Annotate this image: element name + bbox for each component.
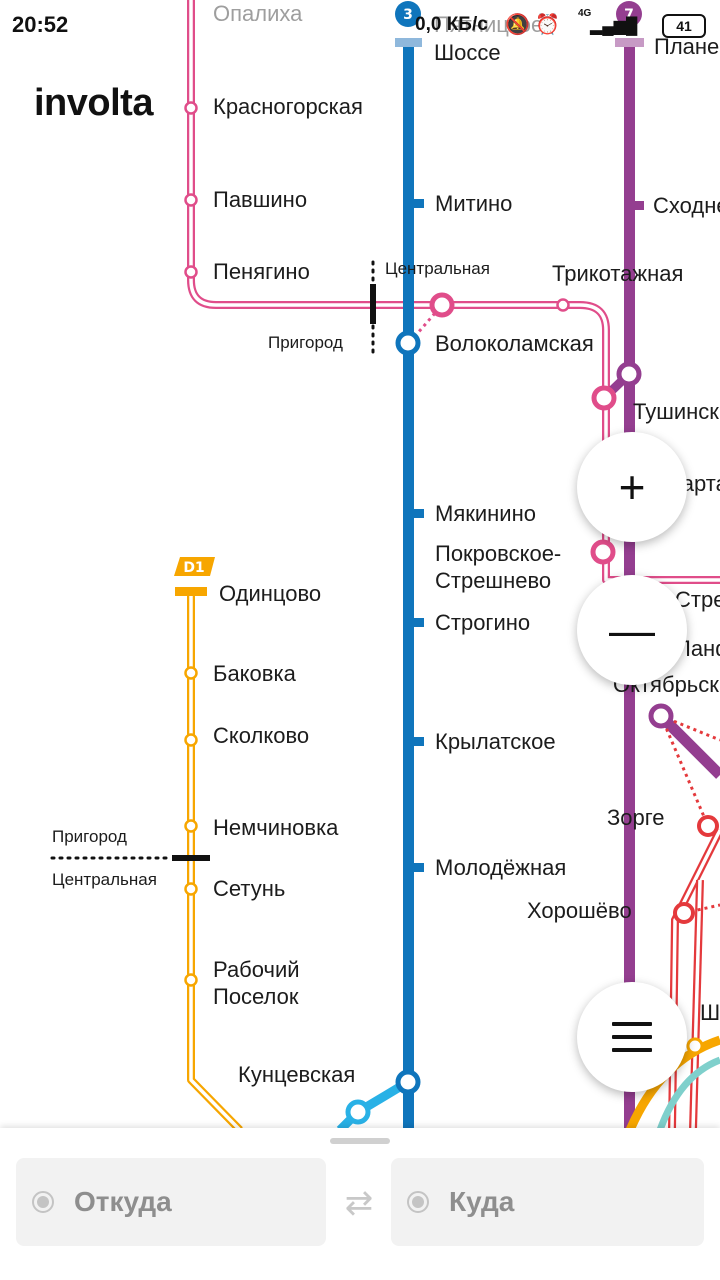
station-node-khoroshevo[interactable] [673, 902, 695, 924]
from-radio-icon [32, 1191, 54, 1213]
d1-badge: D1 [183, 560, 204, 576]
station-skhodnenskaya[interactable]: Сходненская [653, 193, 720, 218]
station-node-tushinskaya[interactable] [616, 361, 642, 387]
station-kuntsevskaya[interactable]: Кунцевская [238, 1062, 355, 1087]
to-radio-icon [407, 1191, 429, 1213]
d1-stations[interactable] [184, 666, 198, 987]
metro-map[interactable]: 3 7 D1 [0, 0, 720, 1130]
line7-badge-icon [616, 1, 642, 27]
station-pokrovskoe-line1[interactable]: Покровское- [435, 541, 561, 566]
station-krasnogorskaya[interactable]: Красногорская [213, 94, 363, 119]
station-mitino[interactable]: Митино [435, 191, 512, 216]
zoom-out-button[interactable]: — [577, 575, 687, 685]
from-field[interactable]: Откуда [16, 1158, 326, 1246]
line7-tick [634, 201, 644, 210]
line3-badge-icon [395, 1, 421, 27]
mcd-pink-line [187, 0, 720, 584]
station-node-kuntsevskaya-blue[interactable] [345, 1099, 371, 1125]
station-odintsovo[interactable]: Одинцово [219, 581, 321, 606]
station-strogino[interactable]: Строгино [435, 610, 530, 635]
d1-line [187, 592, 243, 1130]
station-node-volokolamskaya-pink[interactable] [429, 292, 455, 318]
station-node-volokolamskaya[interactable] [395, 330, 421, 356]
station-sh[interactable]: Ш [700, 1000, 720, 1025]
station-zorge[interactable]: Зорге [607, 805, 665, 830]
line3-terminus [395, 38, 422, 47]
station-nemchinovka[interactable]: Немчиновка [213, 815, 339, 840]
swap-icon[interactable]: ⇄ [344, 1184, 374, 1222]
zone-label-suburb-top: Пригород [268, 333, 343, 352]
line3-track [403, 44, 414, 1130]
minus-icon: — [609, 604, 655, 656]
station-krylatskoe[interactable]: Крылатское [435, 729, 556, 754]
pink-stations[interactable] [184, 101, 570, 312]
station-node-oktyabrskoe[interactable] [648, 703, 674, 729]
d1-badge-icon [174, 557, 215, 576]
hamburger-icon [612, 1022, 652, 1052]
station-bakovka[interactable]: Баковка [213, 661, 297, 686]
station-node-zorge[interactable] [697, 815, 719, 837]
zone-bar-top [370, 284, 376, 324]
plus-icon: + [618, 461, 646, 513]
station-volokolamskaya[interactable]: Волоколамская [435, 331, 594, 356]
zoom-in-button[interactable]: + [577, 432, 687, 542]
from-label: Откуда [74, 1186, 172, 1217]
station-skolkovo[interactable]: Сколково [213, 723, 309, 748]
station-khoroshevo[interactable]: Хорошёво [527, 898, 632, 923]
zone-bar-left [172, 855, 210, 861]
line3-ticks [414, 199, 424, 872]
station-penyagino[interactable]: Пенягино [213, 259, 310, 284]
zone-label-central-left: Центральная [52, 870, 157, 889]
route-panel: Откуда ⇄ Куда [0, 1128, 720, 1280]
station-tushinskaya[interactable]: Тушинская [633, 399, 720, 424]
station-pokrovskoe-line2[interactable]: Стрешнево [435, 568, 551, 593]
line7-diagonal [657, 712, 720, 779]
station-rabochiy-line2[interactable]: Поселок [213, 984, 299, 1009]
station-opalikha[interactable]: Опалиха [213, 1, 303, 26]
station-myakinino[interactable]: Мякинино [435, 501, 536, 526]
app-logo: involta [34, 82, 153, 124]
station-node-kuntsevskaya[interactable] [395, 1069, 421, 1095]
station-trikotazhnaya[interactable]: Трикотажная [552, 261, 683, 286]
station-node-sh[interactable] [686, 1037, 704, 1055]
station-molodezhnaya[interactable]: Молодёжная [435, 855, 566, 880]
drag-handle[interactable] [330, 1138, 390, 1144]
line3-badge: 3 [403, 7, 413, 23]
station-node-pokrovskoe[interactable] [590, 539, 616, 565]
station-rabochiy-line1[interactable]: Рабочий [213, 957, 300, 982]
station-planernaya[interactable]: Планерная [654, 34, 720, 59]
line7-terminus [615, 38, 644, 47]
line7-badge: 7 [624, 7, 634, 23]
station-pyatnitskoe-line1[interactable]: Пятницкое [434, 12, 543, 37]
d1-terminus [175, 587, 207, 596]
station-setun[interactable]: Сетунь [213, 876, 285, 901]
to-label: Куда [449, 1186, 515, 1217]
station-pyatnitskoe-line2[interactable]: Шоссе [434, 40, 501, 65]
station-node-tushinskaya-pink[interactable] [591, 385, 617, 411]
to-field[interactable]: Куда [391, 1158, 704, 1246]
menu-button[interactable] [577, 982, 687, 1092]
station-pavshino[interactable]: Павшино [213, 187, 307, 212]
zone-label-central-top: Центральная [385, 259, 490, 278]
zone-label-suburb-left: Пригород [52, 827, 127, 846]
ring-line-bottom-teal [656, 1056, 720, 1130]
